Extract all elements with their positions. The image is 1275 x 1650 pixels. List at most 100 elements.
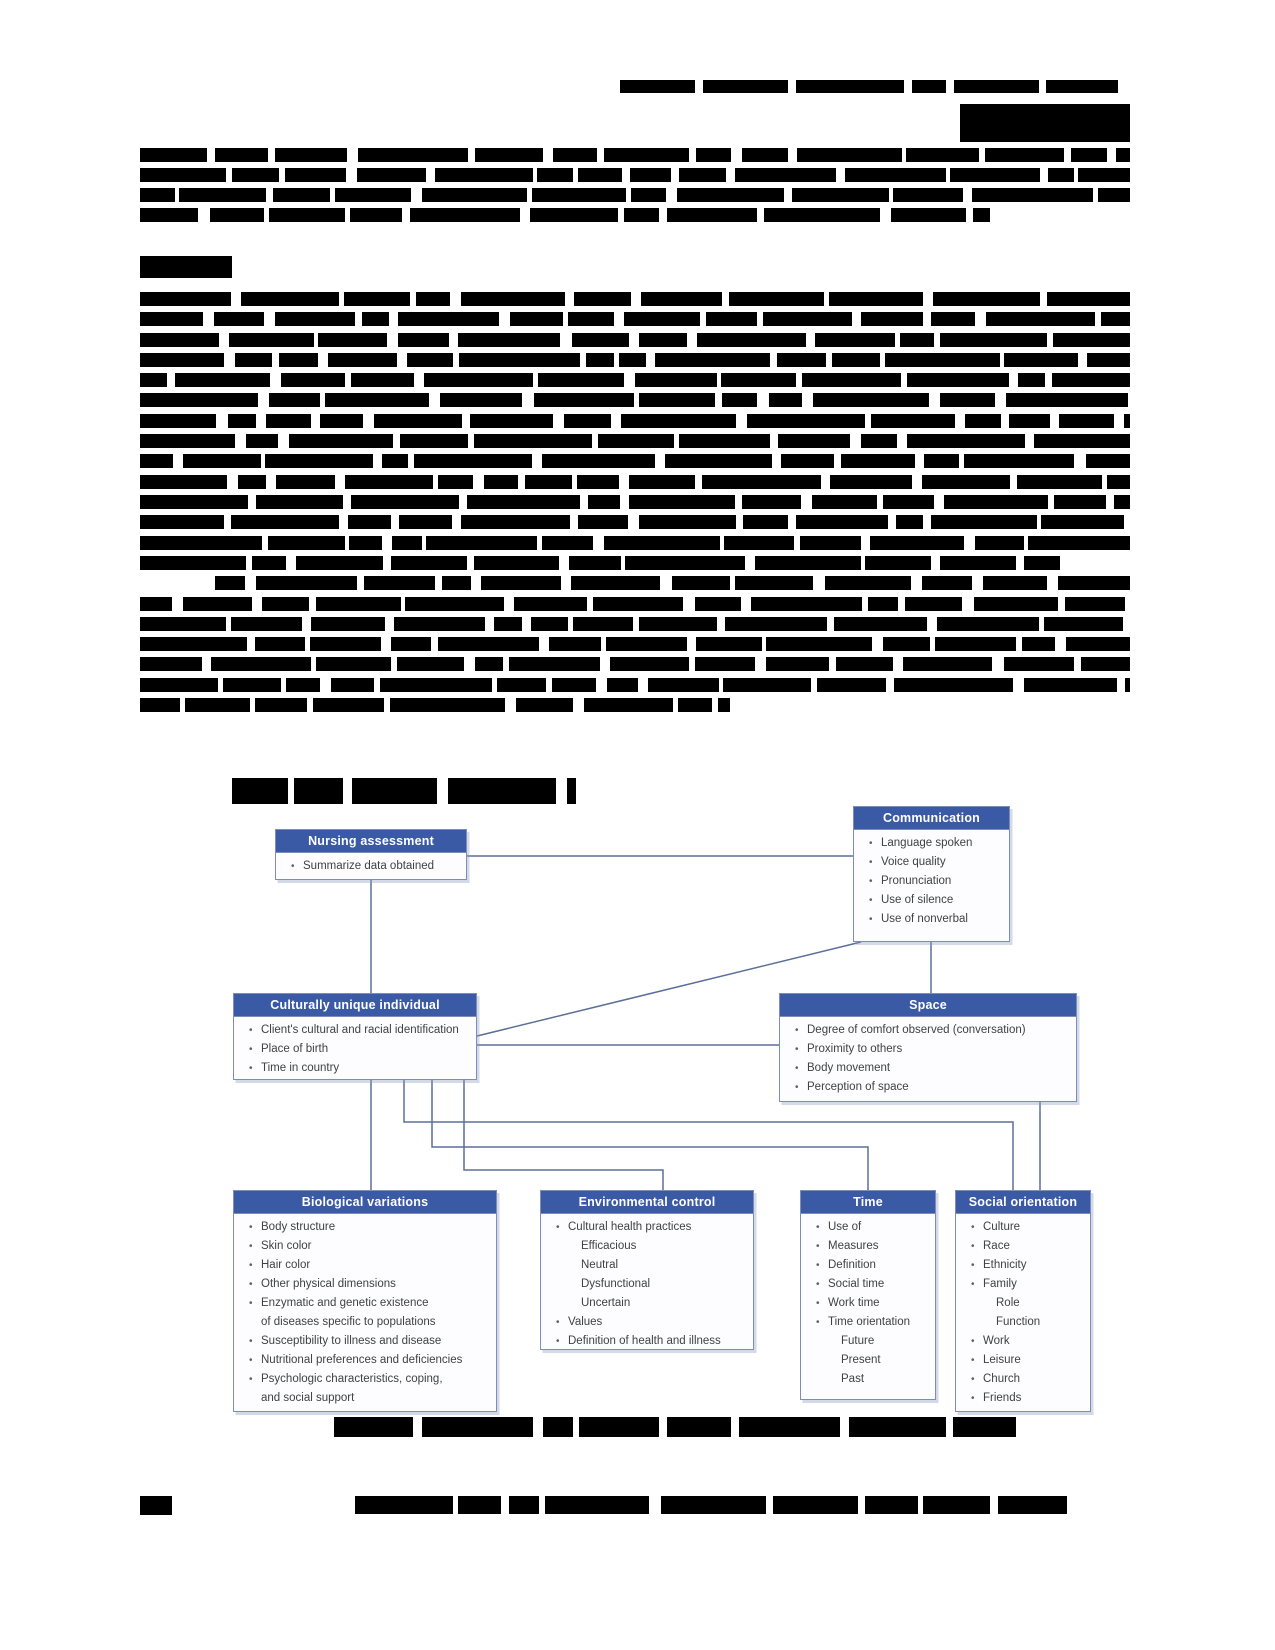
redaction-bar: [1017, 475, 1103, 489]
redaction-bar: [140, 292, 231, 306]
redaction-bar: [1047, 168, 1074, 182]
redaction-bar: [381, 454, 409, 468]
bullet-icon: •: [556, 1317, 560, 1328]
figure-box-items: •Body structure•Skin color•Hair color•Ot…: [234, 1214, 496, 1411]
figure-item: •Place of birth: [240, 1040, 473, 1059]
redaction-bar: [295, 556, 384, 570]
redaction-bar: [814, 333, 896, 347]
redaction-bar: [1101, 312, 1130, 326]
redaction-bar: [954, 80, 1039, 93]
redaction-bar: [763, 312, 853, 326]
redaction-bar: [335, 188, 411, 202]
redaction-bar: [586, 353, 614, 367]
figure-item: Present: [841, 1354, 881, 1366]
redaction-bar: [474, 148, 544, 162]
redaction-bar: [312, 698, 384, 712]
redaction-bar: [234, 353, 272, 367]
redaction-bar: [508, 1496, 539, 1514]
redaction-bar: [318, 333, 388, 347]
figure-item: •Social time: [807, 1275, 932, 1294]
redaction-bar: [231, 168, 280, 182]
redaction-bar: [140, 617, 227, 631]
redaction-bar: [695, 637, 762, 651]
redaction-bar: [865, 556, 932, 570]
redaction-bar: [935, 637, 1017, 651]
redaction-bar: [824, 576, 911, 590]
figure-box-title: Environmental control: [541, 1191, 753, 1214]
bullet-icon: •: [795, 1044, 799, 1055]
bullet-icon: •: [249, 1355, 253, 1366]
redaction-bar: [997, 1496, 1067, 1514]
redaction-bar: [399, 434, 469, 448]
figure-item: Past: [841, 1373, 865, 1385]
redaction-bar: [458, 1496, 502, 1514]
redaction-bar: [493, 617, 523, 631]
redaction-bar: [255, 698, 307, 712]
redaction-bar: [796, 148, 902, 162]
figure-item: Uncertain: [581, 1297, 631, 1309]
redaction-bar: [930, 515, 1037, 529]
bullet-icon: •: [971, 1222, 975, 1233]
redaction-bar: [231, 617, 303, 631]
redaction-bar: [896, 515, 923, 529]
redaction-bar: [379, 678, 492, 692]
redaction-bar: [1004, 353, 1079, 367]
redaction-bar: [830, 475, 913, 489]
figure-item: Future: [841, 1335, 875, 1347]
redaction-bar: [255, 495, 343, 509]
redaction-bar: [588, 495, 620, 509]
redaction-bar: [140, 434, 236, 448]
redaction-bar: [723, 678, 811, 692]
redaction-bar: [697, 333, 806, 347]
redaction-bar: [140, 637, 248, 651]
redaction-bar: [1059, 414, 1115, 428]
redaction-bar: [571, 576, 661, 590]
redaction-bar: [1028, 536, 1130, 550]
redaction-bar: [940, 556, 1016, 570]
figure-item: •Summarize data obtained: [282, 857, 463, 876]
redaction-bar: [795, 515, 888, 529]
redaction-bar: [578, 1417, 660, 1437]
redaction-bar: [140, 353, 225, 367]
figure-item: •Nutritional preferences and deficiencie…: [240, 1351, 493, 1370]
redaction-bar: [940, 333, 1047, 347]
figure-item: •Definition of health and illness: [547, 1332, 750, 1351]
redaction-bar: [568, 556, 622, 570]
redaction-bar: [480, 576, 562, 590]
redaction-bar: [882, 637, 930, 651]
redaction-bar: [140, 657, 202, 671]
redaction-bar: [1041, 515, 1125, 529]
redaction-bar: [755, 556, 862, 570]
redaction-bar: [268, 536, 345, 550]
redaction-bar: [868, 597, 899, 611]
redaction-bar: [241, 292, 340, 306]
redaction-bar: [975, 536, 1025, 550]
redaction-bar: [1078, 168, 1130, 182]
redaction-bar: [766, 657, 829, 671]
redaction-bar: [984, 148, 1064, 162]
redaction-bar: [629, 495, 736, 509]
redaction-bar: [900, 333, 935, 347]
redaction-bar: [1058, 576, 1130, 590]
redaction-bar: [907, 373, 1010, 387]
figure-item: •Use of nonverbal: [860, 910, 1006, 929]
figure-item: Dysfunctional: [581, 1278, 651, 1290]
redaction-bar: [473, 434, 592, 448]
redaction-bar: [140, 678, 219, 692]
figure-item: Neutral: [581, 1259, 619, 1271]
redaction-bar: [864, 1496, 918, 1514]
redaction-bar: [237, 475, 267, 489]
figure-item: •Pronunciation: [860, 872, 1006, 891]
redaction-bar: [331, 678, 374, 692]
figure-box-nursing-assessment: Nursing assessment •Summarize data obtai…: [275, 829, 467, 880]
redaction-bar: [394, 617, 485, 631]
redaction-bar: [906, 434, 1025, 448]
figure-item: of diseases specific to populations: [261, 1316, 436, 1328]
redaction-bar: [666, 208, 758, 222]
redaction-bar: [950, 168, 1041, 182]
redaction-bar: [780, 454, 834, 468]
redaction-bar: [603, 536, 720, 550]
redaction-bar: [724, 536, 794, 550]
redaction-bar: [545, 1496, 650, 1514]
figure-item: •Other physical dimensions: [240, 1275, 493, 1294]
